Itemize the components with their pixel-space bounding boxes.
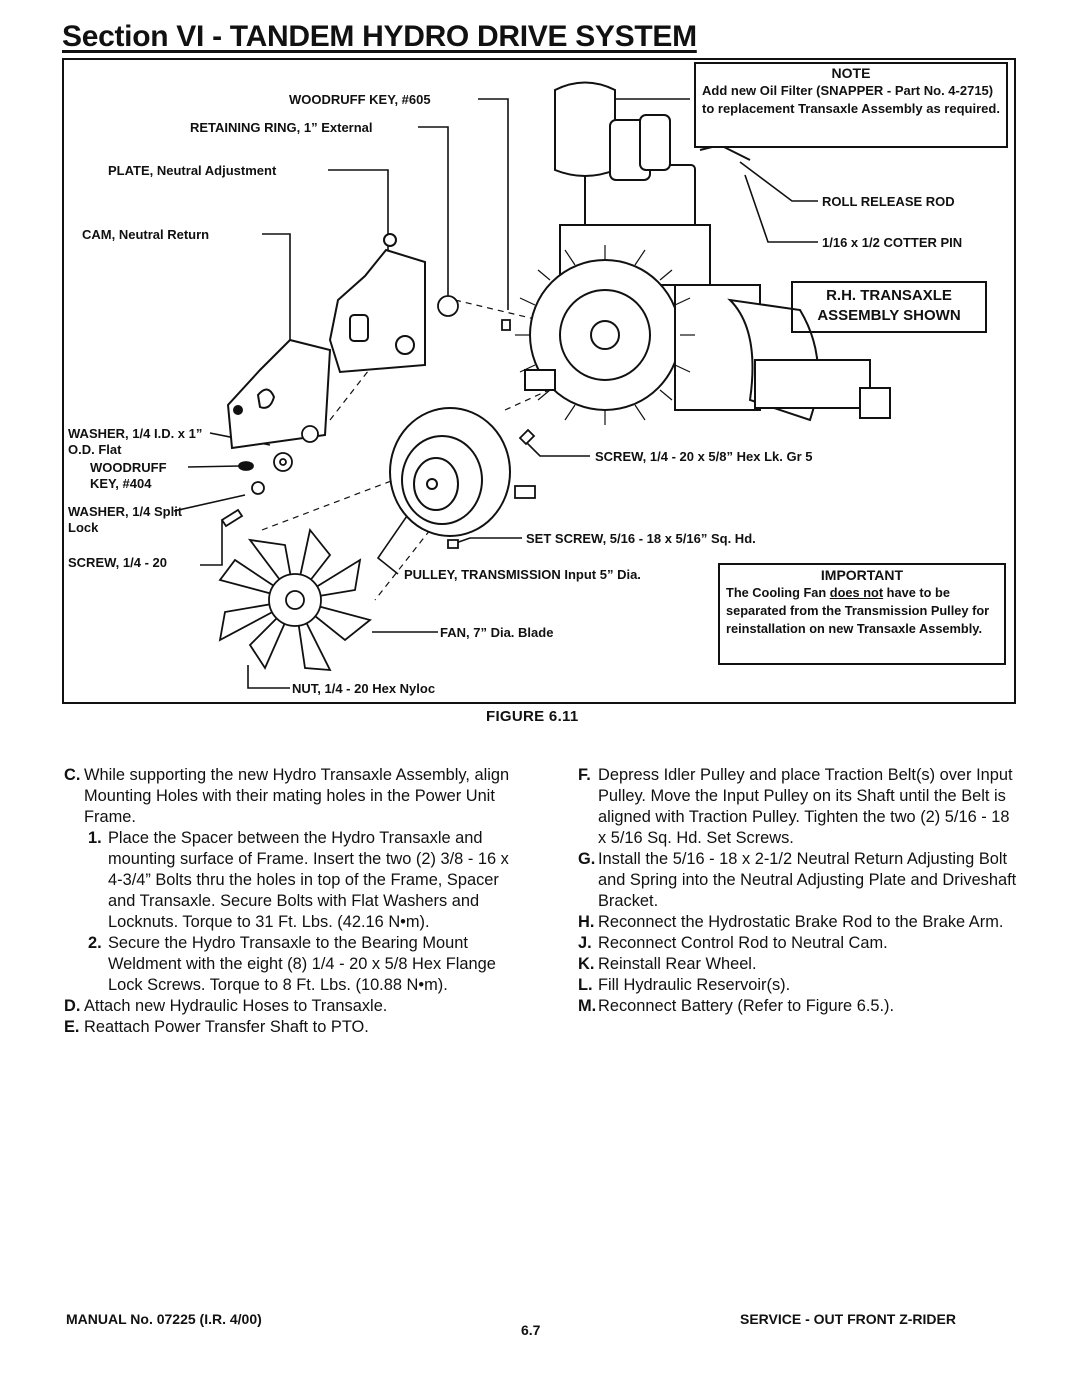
leader-screw-hex (521, 437, 590, 457)
leader-set-screw (449, 537, 522, 546)
step-g: G.Install the 5/16 - 18 x 2-1/2 Neutral … (578, 849, 1020, 912)
neutral-return-cam (226, 338, 332, 450)
step-key: H. (578, 913, 595, 931)
leader-pulley (376, 499, 419, 575)
step-key: F. (578, 766, 591, 784)
exploded-view-drawing (173, 81, 891, 689)
step-e: E.Reattach Power Transfer Shaft to PTO. (64, 1017, 512, 1038)
note-callout: NOTE Add new Oil Filter (SNAPPER - Part … (694, 62, 1008, 148)
step-2: 2. Secure the Hydro Transaxle to the Bear… (64, 933, 512, 996)
footer-page-number: 6.7 (521, 1322, 541, 1338)
step-key: L. (578, 976, 593, 994)
important-text: The Cooling Fan does not have to be sepa… (720, 584, 1004, 638)
label-woodruff-key-404: WOODRUFF KEY, #404 (90, 460, 167, 491)
rh-transaxle-line2: ASSEMBLY SHOWN (817, 307, 961, 324)
step-key: J. (578, 934, 592, 952)
figure-caption: FIGURE 6.11 (486, 708, 579, 725)
step-j: J. Reconnect Control Rod to Neutral Cam. (578, 933, 1020, 954)
important-text-emphasis: does not (829, 585, 884, 600)
step-text: Secure the Hydro Transaxle to the Bearin… (108, 934, 496, 994)
step-text: Fill Hydraulic Reservoir(s). (598, 976, 791, 994)
note-text: Add new Oil Filter (SNAPPER - Part No. 4… (702, 83, 1000, 116)
page-title: Section VI - TANDEM HYDRO DRIVE SYSTEM (62, 20, 697, 53)
step-key: M. (578, 997, 597, 1015)
label-nut: NUT, 1/4 - 20 Hex Nyloc (292, 681, 436, 696)
footer-manual-number: MANUAL No. 07225 (I.R. 4/00) (66, 1311, 262, 1327)
step-text: Reattach Power Transfer Shaft to PTO. (84, 1018, 369, 1036)
important-text-part1: The Cooling Fan (726, 585, 830, 600)
step-text: Reconnect Control Rod to Neutral Cam. (598, 934, 888, 952)
important-text-part2: have to be separated from the Transmissi… (726, 585, 990, 636)
label-retaining-ring: RETAINING RING, 1” External (190, 120, 373, 135)
step-text: Reconnect the Hydrostatic Brake Rod to t… (598, 913, 1004, 931)
step-key: D. (64, 997, 81, 1015)
step-key: 1. (88, 829, 102, 847)
step-f: F. Depress Idler Pulley and place Tractio… (578, 765, 1020, 849)
leader-cam (262, 233, 291, 340)
step-text: Install the 5/16 - 18 x 2-1/2 Neutral Re… (598, 850, 1017, 910)
leader-screw (200, 520, 223, 566)
cooling-fan (218, 527, 372, 672)
step-key: K. (578, 955, 595, 973)
step-text: Depress Idler Pulley and place Traction … (598, 766, 1013, 847)
step-text: While supporting the new Hydro Transaxle… (84, 766, 510, 826)
step-l: L. Fill Hydraulic Reservoir(s). (578, 975, 1020, 996)
label-roll-release-rod: ROLL RELEASE ROD (822, 194, 955, 209)
label-screw-hex-lk: SCREW, 1/4 - 20 x 5/8” Hex Lk. Gr 5 (595, 449, 813, 464)
step-key: G. (578, 850, 596, 868)
neutral-adjustment-plate (328, 233, 426, 374)
label-washer-flat: WASHER, 1/4 I.D. x 1” O.D. Flat (68, 426, 203, 457)
leader-retaining-ring (418, 126, 449, 300)
step-key: C. (64, 766, 81, 784)
step-h: H.Reconnect the Hydrostatic Brake Rod to… (578, 912, 1020, 933)
label-fan: FAN, 7” Dia. Blade (440, 625, 554, 640)
step-k: K.Reinstall Rear Wheel. (578, 954, 1020, 975)
transmission-pulley (389, 407, 511, 537)
label-cotter-pin: 1/16 x 1/2 COTTER PIN (822, 235, 963, 250)
leader-nut (247, 665, 290, 689)
hardware-parts (220, 295, 536, 549)
important-heading: IMPORTANT (820, 567, 904, 583)
leader-woodruff-605 (478, 98, 509, 310)
note-heading: NOTE (831, 65, 871, 81)
transaxle-assembly (524, 81, 891, 422)
instructions-left-column: C.While supporting the new Hydro Transax… (64, 765, 512, 1038)
important-callout: IMPORTANT The Cooling Fan does not have … (718, 563, 1006, 665)
step-1: 1. Place the Spacer between the Hydro Tra… (64, 828, 512, 933)
step-text: Place the Spacer between the Hydro Trans… (108, 829, 509, 931)
cooling-fins (515, 245, 695, 425)
leader-cotter (744, 174, 818, 243)
figure-frame (62, 58, 1016, 704)
label-screw-14-20: SCREW, 1/4 - 20 (68, 555, 167, 570)
step-c: C.While supporting the new Hydro Transax… (64, 765, 512, 828)
step-key: 2. (88, 934, 102, 952)
leader-plate (328, 169, 389, 250)
step-d: D.Attach new Hydraulic Hoses to Transaxl… (64, 996, 512, 1017)
step-text: Reinstall Rear Wheel. (598, 955, 757, 973)
label-set-screw: SET SCREW, 5/16 - 18 x 5/16” Sq. Hd. (526, 531, 756, 546)
rh-transaxle-line1: R.H. TRANSAXLE (826, 287, 952, 304)
leader-woodruff-404 (187, 465, 241, 468)
label-woodruff-key-605: WOODRUFF KEY, #605 (289, 92, 431, 107)
leader-roll-release (739, 161, 818, 202)
instructions-right-column: F. Depress Idler Pulley and place Tractio… (578, 765, 1020, 1017)
label-washer-split: WASHER, 1/4 Split Lock (68, 504, 183, 535)
label-plate-neutral: PLATE, Neutral Adjustment (108, 163, 277, 178)
label-cam-neutral: CAM, Neutral Return (82, 227, 210, 242)
footer-product: SERVICE - OUT FRONT Z-RIDER (740, 1311, 956, 1327)
step-text: Reconnect Battery (Refer to Figure 6.5.)… (598, 997, 895, 1015)
step-key: E. (64, 1018, 80, 1036)
leader-washer-split (173, 494, 246, 512)
label-pulley-transmission: PULLEY, TRANSMISSION Input 5” Dia. (404, 567, 641, 582)
step-m: M.Reconnect Battery (Refer to Figure 6.5… (578, 996, 1020, 1017)
rh-transaxle-box: R.H. TRANSAXLE ASSEMBLY SHOWN (791, 281, 987, 333)
step-text: Attach new Hydraulic Hoses to Transaxle. (84, 997, 388, 1015)
